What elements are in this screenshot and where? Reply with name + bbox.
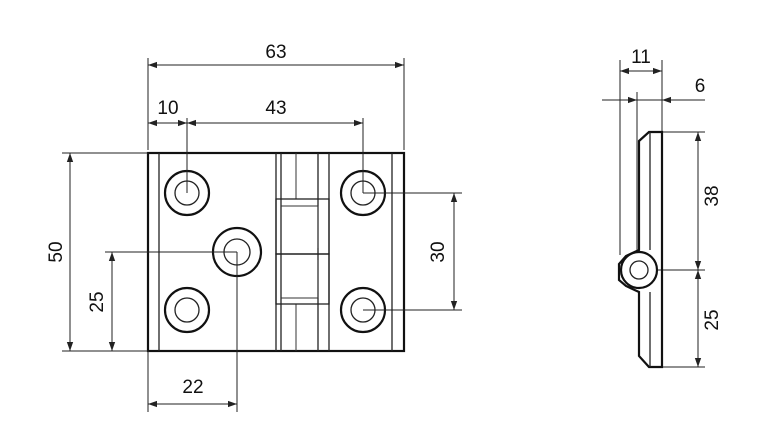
dim-label-43: 43 bbox=[265, 98, 286, 119]
dim-label-6: 6 bbox=[695, 76, 706, 97]
dim-label-38: 38 bbox=[702, 185, 723, 206]
side-pin bbox=[629, 260, 649, 280]
dim-label-63: 63 bbox=[265, 42, 286, 63]
dim-label-22: 22 bbox=[182, 377, 203, 398]
dim-label-50: 50 bbox=[46, 241, 67, 262]
dim-label-30: 30 bbox=[428, 241, 449, 262]
knuckle-strip bbox=[275, 153, 330, 351]
side-profile-body bbox=[617, 130, 664, 369]
front-extension-lines bbox=[62, 58, 462, 412]
dim-label-25-right: 25 bbox=[702, 309, 723, 330]
dim-label-25-left: 25 bbox=[87, 291, 108, 312]
side-view: 11 6 38 25 bbox=[602, 47, 723, 369]
side-pin-knuckle bbox=[619, 250, 659, 290]
dim-label-11: 11 bbox=[631, 47, 651, 68]
front-view: 63 10 43 50 25 30 22 bbox=[46, 42, 462, 412]
dim-label-10: 10 bbox=[157, 98, 178, 119]
hole-bottom-left bbox=[163, 286, 211, 334]
